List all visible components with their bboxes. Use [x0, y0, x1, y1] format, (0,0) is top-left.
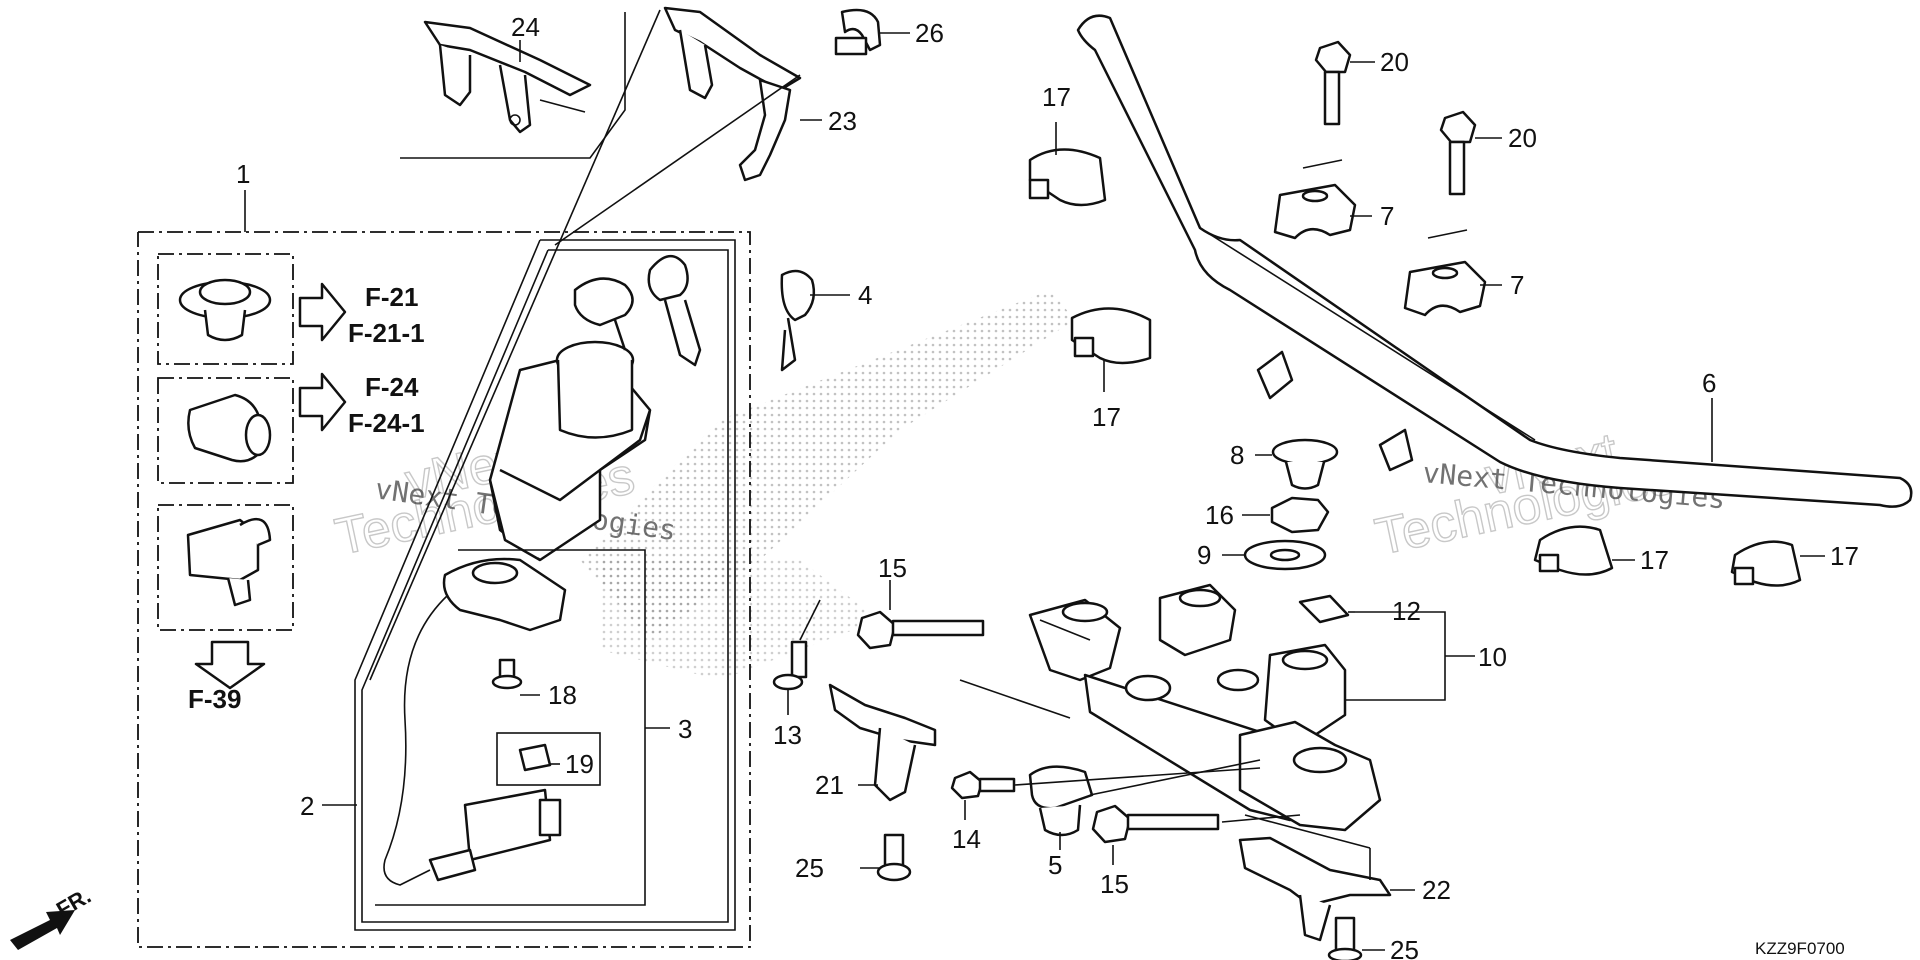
frame-19 [496, 732, 601, 786]
callout-20a: 20 [1380, 47, 1409, 77]
callout-8: 8 [1230, 440, 1244, 470]
callout-9: 9 [1197, 540, 1211, 570]
callout-6: 6 [1702, 368, 1716, 398]
reference-arrow-a: F-21 F-21-1 [298, 282, 425, 348]
diagram-code: KZZ9F0700 [1755, 939, 1845, 958]
reference-arrow-c: F-39 [188, 640, 266, 714]
svg-text:F-24-1: F-24-1 [348, 408, 425, 438]
part-9-washer [1243, 539, 1327, 571]
shading-area [580, 290, 1075, 640]
part-4-key [780, 269, 816, 372]
callout-12: 12 [1392, 596, 1421, 626]
assembly-lines [799, 599, 1371, 880]
part-20-bolt-a [1314, 40, 1352, 126]
part-17-band-c [1533, 525, 1614, 576]
part-24-bracket [423, 20, 592, 134]
callout-17c: 17 [1640, 545, 1669, 575]
shading-area [600, 560, 880, 680]
group-frame-1 [137, 231, 751, 948]
part-18-screw [491, 658, 523, 690]
ignition-keys [573, 255, 702, 367]
part-7-holder-b [1403, 260, 1487, 317]
part-13-screw [772, 640, 808, 691]
svg-text:F-21: F-21 [365, 282, 418, 312]
callout-labels: 1 2 3 4 5 6 7 7 8 9 10 12 13 14 15 15 16… [236, 12, 1859, 960]
callout-10: 10 [1478, 642, 1507, 672]
callout-5: 5 [1048, 850, 1062, 880]
guide-line [554, 74, 801, 246]
callout-1: 1 [236, 159, 250, 189]
part-20-bolt-b [1439, 110, 1477, 196]
ignition-frame-inner [361, 249, 729, 923]
part-14-screw [950, 770, 1016, 800]
callout-22: 22 [1422, 875, 1451, 905]
part-25-bolt-b [1327, 916, 1363, 960]
callout-14: 14 [952, 824, 981, 854]
callout-20b: 20 [1508, 123, 1537, 153]
svg-text:F-24: F-24 [365, 372, 419, 402]
subgroup-b [157, 377, 294, 484]
part-17-band-a [1028, 148, 1107, 207]
part-19-clip [518, 743, 552, 772]
ignition-switch [488, 340, 652, 562]
callout-7a: 7 [1380, 201, 1394, 231]
callout-25a: 25 [795, 853, 824, 883]
svg-text:F-39: F-39 [188, 684, 241, 714]
part-10-top-bridge [1028, 583, 1382, 832]
callout-17a: 17 [1042, 82, 1071, 112]
part-6-handlebar [1076, 14, 1913, 508]
callout-2: 2 [300, 791, 314, 821]
part-16-nut [1270, 496, 1330, 534]
callout-25b: 25 [1390, 935, 1419, 960]
part-15-bolt-b [1091, 804, 1220, 844]
part-21-bracket [828, 683, 937, 802]
callout-16: 16 [1205, 500, 1234, 530]
callout-17d: 17 [1830, 541, 1859, 571]
front-direction-arrow: FR. [10, 883, 95, 950]
reference-arrow-b: F-24 F-24-1 [298, 372, 425, 438]
inset-frame-24 [400, 12, 626, 159]
callout-4: 4 [858, 280, 872, 310]
svg-text:F-21-1: F-21-1 [348, 318, 425, 348]
callout-18: 18 [548, 680, 577, 710]
ignition-frame [354, 239, 736, 931]
part-8-bolt [1271, 438, 1339, 490]
part-23-bracket [663, 6, 802, 182]
callout-23: 23 [828, 106, 857, 136]
part-25-bolt-a [876, 833, 912, 882]
callout-15b: 15 [1100, 869, 1129, 899]
helmet-lock-part [186, 517, 272, 607]
part-5-clamp [1028, 765, 1094, 837]
callout-15a: 15 [878, 553, 907, 583]
callout-26: 26 [915, 18, 944, 48]
callout-7b: 7 [1510, 270, 1524, 300]
part-2-harness [383, 557, 567, 886]
seat-lock-part [187, 393, 272, 463]
subgroup-a [157, 253, 294, 365]
callout-13: 13 [773, 720, 802, 750]
part-12-plate [1298, 594, 1350, 624]
callout-24: 24 [511, 12, 540, 42]
callout-3: 3 [678, 714, 692, 744]
part-22-bracket [1238, 836, 1392, 942]
part-17-band-d [1730, 540, 1802, 587]
callout-19: 19 [565, 749, 594, 779]
part-26-clamp [834, 8, 882, 56]
part-7-holder-a [1273, 183, 1357, 240]
part-15-bolt-a [856, 610, 985, 650]
guide-line [369, 9, 661, 681]
fuel-cap-part [178, 278, 272, 342]
callout-21: 21 [815, 770, 844, 800]
guide-line [1302, 159, 1343, 169]
part-17-band-b [1070, 307, 1152, 365]
subgroup-c [157, 504, 294, 631]
callout-17b: 17 [1092, 402, 1121, 432]
guide-line [1427, 229, 1468, 239]
